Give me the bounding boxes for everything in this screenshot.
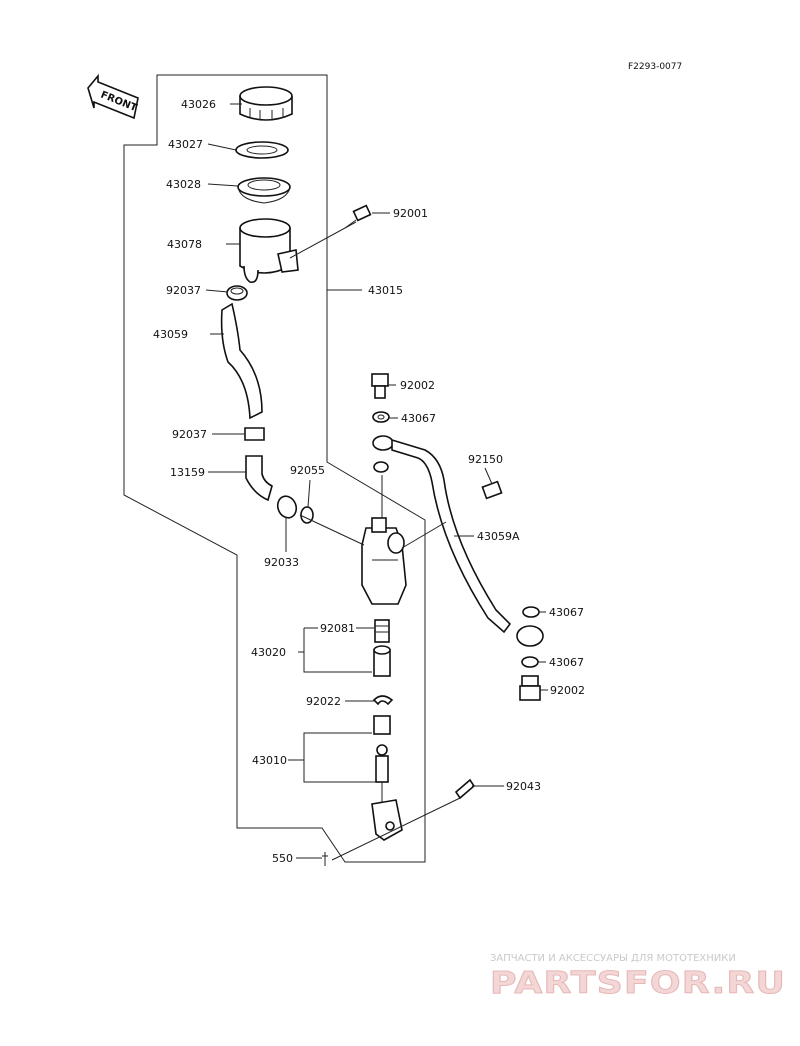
washer-top: [372, 411, 390, 423]
piston-spring: [374, 619, 390, 643]
label-92037-bottom: 92037: [172, 428, 207, 441]
label-43010: 43010: [252, 754, 287, 767]
label-92022: 92022: [306, 695, 341, 708]
watermark-brand: PARTSFOR.RU: [490, 966, 786, 1001]
label-43067-mid: 43067: [549, 606, 584, 619]
hose-clamp-bottom: [244, 427, 265, 441]
label-92081: 92081: [320, 622, 355, 635]
reservoir-bolt: [344, 204, 372, 229]
hose-clamp-top: [226, 285, 248, 301]
washer-lower-1: [522, 606, 540, 618]
banjo-bolt-top: [371, 373, 389, 399]
circlip: [276, 495, 298, 519]
cotter-pin: [322, 852, 328, 866]
brake-hose: [372, 435, 544, 647]
figure-code: F2293-0077: [628, 62, 682, 72]
piston-cup: [373, 645, 391, 677]
label-43026: 43026: [181, 98, 216, 111]
clevis-pin: [454, 778, 476, 800]
reservoir-cap: [239, 86, 293, 121]
label-92150: 92150: [468, 453, 503, 466]
label-43027: 43027: [168, 138, 203, 151]
hose-guide-bolt: [481, 480, 503, 500]
washer-mid-top: [373, 461, 389, 473]
front-arrow-icon: FRONT: [87, 73, 139, 120]
label-43020: 43020: [251, 646, 286, 659]
leader-lines: [205, 103, 548, 861]
snap-ring: [372, 695, 394, 706]
master-cylinder: [361, 517, 407, 605]
cap-plate: [235, 141, 289, 159]
reservoir-body: [239, 218, 299, 284]
push-rod-boot: [373, 715, 391, 735]
washer-lower-2: [521, 656, 539, 668]
push-rod: [371, 744, 403, 841]
label-92001: 92001: [393, 207, 428, 220]
label-43059A: 43059A: [477, 530, 520, 543]
label-43078: 43078: [167, 238, 202, 251]
label-92002-low: 92002: [550, 684, 585, 697]
label-92002-top: 92002: [400, 379, 435, 392]
label-550: 550: [272, 852, 293, 865]
label-92043: 92043: [506, 780, 541, 793]
label-92055: 92055: [290, 464, 325, 477]
reservoir-hose: [220, 302, 263, 420]
label-43067-low: 43067: [549, 656, 584, 669]
label-43015: 43015: [368, 284, 403, 297]
assembly-outline-43015: [123, 74, 426, 863]
label-43028: 43028: [166, 178, 201, 191]
label-43059: 43059: [153, 328, 188, 341]
label-92037-top: 92037: [166, 284, 201, 297]
label-13159: 13159: [170, 466, 205, 479]
label-92033: 92033: [264, 556, 299, 569]
diaphragm: [237, 177, 291, 204]
hose-elbow-fitting: [245, 455, 273, 502]
label-43067-top: 43067: [401, 412, 436, 425]
watermark-tagline: ЗАПЧАСТИ И АКСЕССУАРЫ ДЛЯ МОТОТЕХНИКИ: [490, 953, 736, 964]
banjo-bolt-lower: [519, 675, 541, 701]
